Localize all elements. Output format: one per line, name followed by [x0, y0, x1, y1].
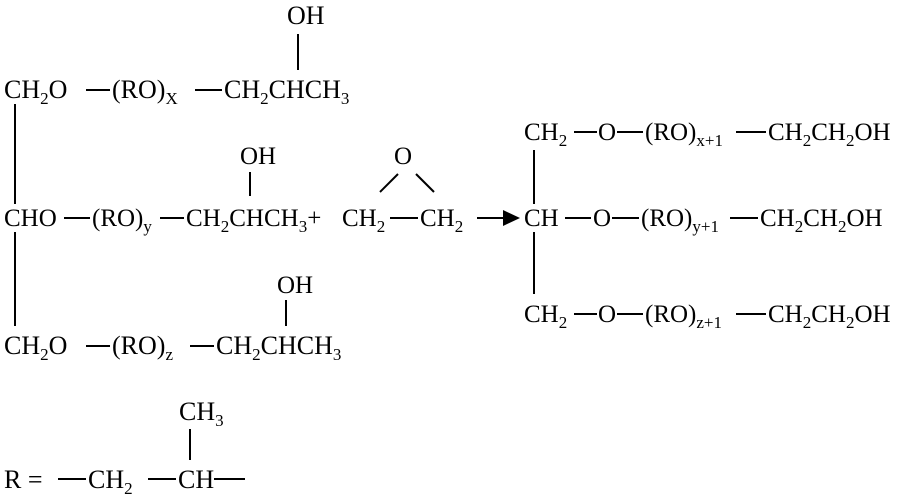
- epoxide-o-label: O: [394, 143, 412, 170]
- r-def-ch: CH: [178, 465, 214, 494]
- product-top-ro: (RO)x+1: [645, 119, 723, 150]
- product-bottom-tail: CH2CH2OH: [768, 301, 891, 332]
- middle-cho-label: CHO: [4, 205, 57, 232]
- product-middle-o: O: [593, 205, 611, 232]
- product-middle-ro: (RO)y+1: [641, 205, 719, 236]
- r-def-ch3: CH3: [179, 397, 224, 430]
- middle-chch3-group: CH2CHCH3+: [186, 205, 321, 236]
- product-top-tail: CH2CH2OH: [768, 119, 891, 150]
- product-bottom-ro: (RO)z+1: [645, 301, 722, 332]
- epoxide-right-ch2: CH2: [420, 205, 463, 236]
- reaction-arrow-head: [503, 210, 520, 226]
- top-ch2-group: CH2O: [4, 75, 67, 108]
- product-middle-ch: CH: [524, 205, 559, 232]
- epoxide-left-ch2: CH2: [342, 205, 385, 236]
- r-def-ch2: CH2: [88, 465, 133, 498]
- product-top-o: O: [598, 119, 616, 146]
- product-bottom-o: O: [598, 301, 616, 328]
- product-bottom-ch2: CH2: [524, 301, 567, 332]
- epoxide-right-bond: [415, 173, 435, 193]
- top-ro-group: (RO)X: [112, 75, 178, 108]
- bottom-oh-label: OH: [277, 272, 313, 299]
- top-oh-label: OH: [287, 1, 325, 30]
- bottom-ch2-group: CH2O: [4, 331, 67, 364]
- r-def-label: R =: [4, 465, 43, 494]
- product-top-ch2: CH2: [524, 119, 567, 150]
- epoxide-left-bond: [379, 173, 399, 193]
- bottom-ro-group: (RO)z: [112, 331, 173, 364]
- bottom-chch3-group: CH2CHCH3: [216, 331, 341, 364]
- product-middle-tail: CH2CH2OH: [760, 205, 883, 236]
- top-chch3-group: CH2CHCH3: [224, 75, 349, 108]
- middle-oh-label: OH: [240, 143, 276, 170]
- middle-ro-group: (RO)y: [92, 205, 152, 236]
